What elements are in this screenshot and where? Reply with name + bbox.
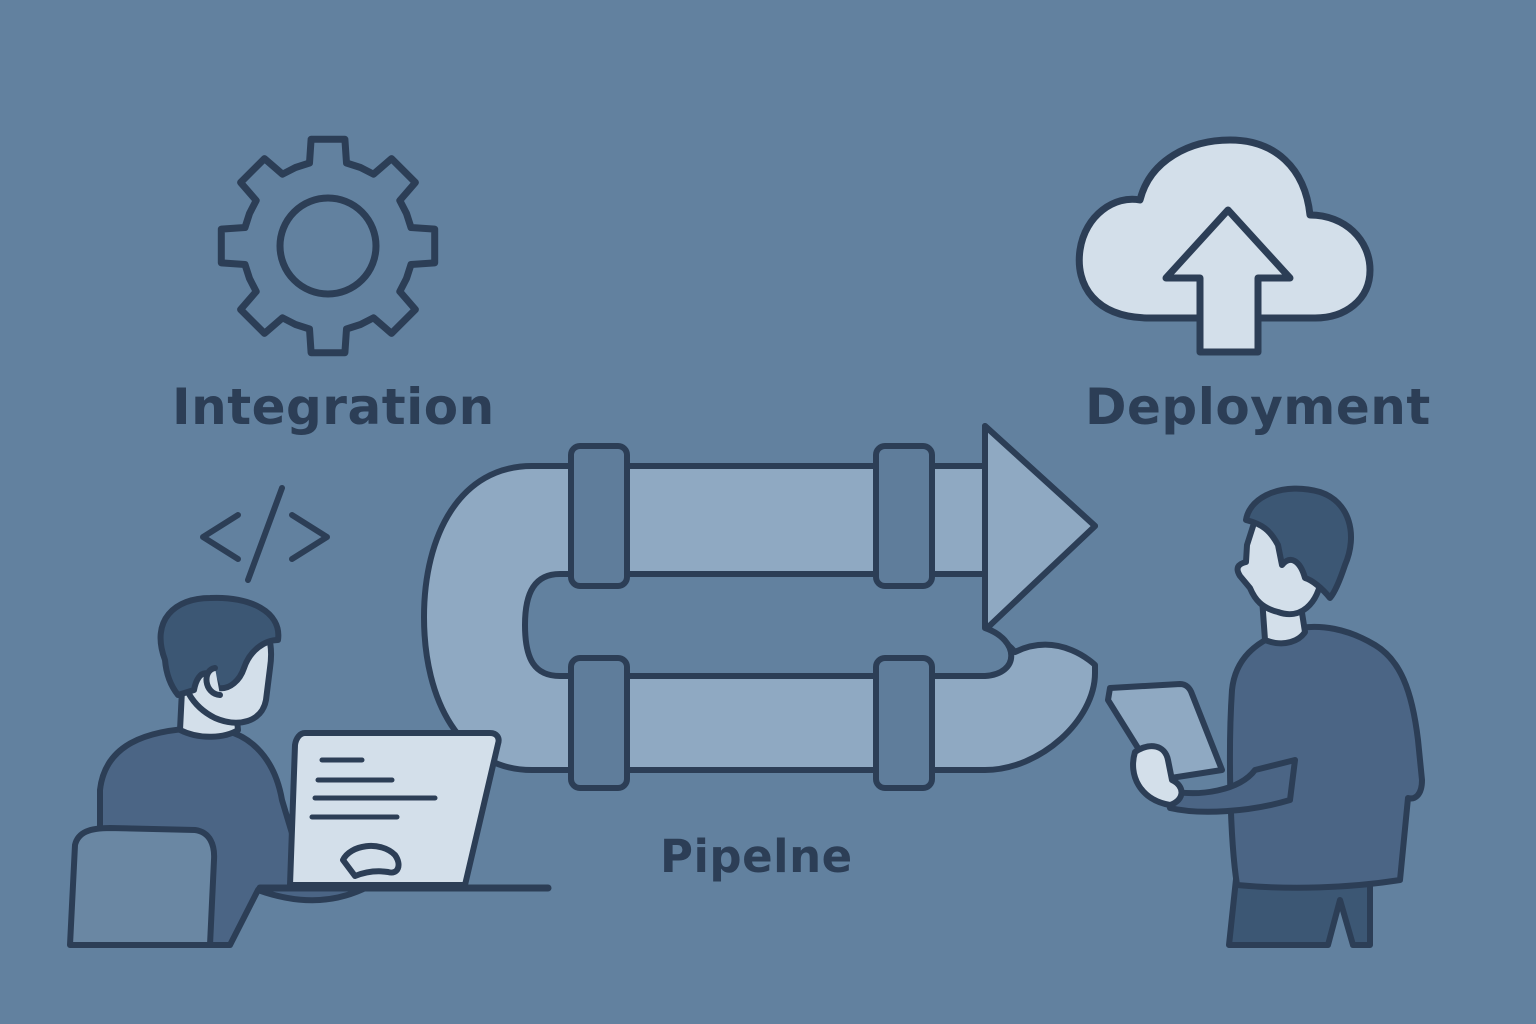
gear-hole [276, 194, 380, 298]
pipeline-label: Pipelne [660, 830, 853, 883]
deployment-label: Deployment [1085, 378, 1431, 436]
gear-icon [217, 135, 439, 357]
code-brackets-icon [200, 485, 330, 583]
screen-code-lines [309, 757, 438, 820]
developer-figure [67, 594, 552, 948]
pipeline-loop [421, 423, 1098, 791]
cloud-upload-icon [1075, 136, 1374, 356]
integration-label: Integration [172, 378, 495, 436]
gear-body [217, 135, 439, 357]
operator-figure [1105, 485, 1425, 948]
